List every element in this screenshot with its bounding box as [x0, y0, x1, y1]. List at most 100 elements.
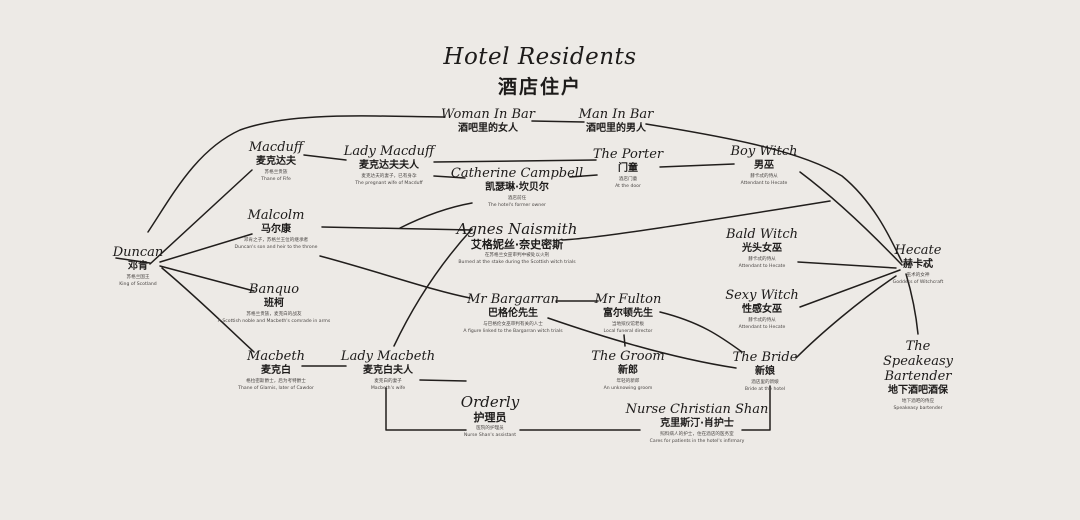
node-man-in-bar[interactable]: Man In Bar 酒吧里的男人: [579, 107, 654, 136]
node-desc-en: Duncan's son and heir to the throne: [234, 245, 318, 250]
link-boy-witch-hecate: [799, 171, 903, 266]
node-name-zh: 克里斯汀·肖护士: [660, 418, 734, 429]
relationship-lines: [115, 115, 919, 431]
node-the-bride[interactable]: The Bride 新娘 酒店里的新娘 Bride at the hotel: [733, 350, 798, 393]
node-name-zh: 富尔顿先生: [602, 308, 653, 319]
node-lady-macduff[interactable]: Lady Macduff 麦克达夫夫人 麦克达夫的妻子，已有身孕 The pre…: [344, 144, 434, 187]
node-macduff[interactable]: Macduff 麦克达夫 苏格兰贵族 Thane of Fife: [249, 140, 303, 183]
node-name-en: Lady Macbeth: [340, 349, 436, 364]
node-name-zh: 艾格妮丝·奈史密斯: [470, 238, 564, 251]
node-name-en: Macduff: [248, 140, 304, 155]
node-name-zh: 凯瑟琳·坎贝尔: [485, 182, 549, 193]
node-name-zh: 护理员: [473, 411, 507, 424]
node-name-en: Mr Fulton: [594, 292, 662, 307]
node-name-zh: 新娘: [755, 366, 775, 377]
node-desc-en: The pregnant wife of Macduff: [355, 181, 423, 186]
node-banquo[interactable]: Banquo 班柯 苏格兰贵族，麦克白的战友 A Scottish noble …: [218, 282, 331, 325]
node-name-en: The Groom: [591, 349, 665, 364]
node-desc-zh: 苏格兰国王: [126, 275, 150, 280]
link-agnes-lady-macbeth: [393, 228, 473, 347]
node-lady-macbeth[interactable]: Lady Macbeth 麦克白夫人 麦克白的妻子 Macbeth's wife: [341, 349, 435, 392]
node-woman-in-bar[interactable]: Woman In Bar 酒吧里的女人: [441, 107, 535, 136]
node-name-zh: 邓肯: [127, 261, 148, 272]
node-malcolm[interactable]: Malcolm 马尔康 邓肯之子，苏格兰王位的继承者 Duncan's son …: [235, 208, 318, 251]
node-desc-zh: 酒店前任: [507, 196, 527, 201]
node-catherine-campbell[interactable]: Catherine Campbell 凯瑟琳·坎贝尔 酒店前任 The hote…: [451, 166, 583, 209]
link-catherine-agnes: [399, 202, 473, 229]
link-duncan-macbeth: [161, 267, 255, 353]
node-name-en: Lady Macduff: [343, 144, 435, 159]
title-english: Hotel Residents: [443, 44, 637, 70]
node-the-groom[interactable]: The Groom 新郎 年轻的新郎 An unknowing groom: [591, 349, 664, 392]
node-desc-zh: 酒店里的新娘: [751, 380, 779, 385]
node-desc-zh: 麦克白的妻子: [374, 379, 402, 384]
node-name-en: Macbeth: [247, 349, 305, 364]
node-name-zh: 新郎: [617, 365, 638, 376]
link-catherine-porter: [569, 174, 598, 178]
node-desc-en: Speakeasy bartender: [893, 406, 943, 411]
node-name-zh: 麦克达夫夫人: [359, 160, 419, 171]
node-name-zh: 男巫: [754, 160, 774, 171]
node-bald-witch[interactable]: Bald Witch 光头女巫 赫卡忒的侍从 Attendant to Heca…: [726, 227, 798, 270]
node-desc-en: Attendant to Hecate: [740, 181, 788, 186]
link-duncan-hecate: [115, 257, 151, 264]
node-name-zh: 光头女巫: [742, 243, 782, 254]
node-desc-en: Local funeral director: [603, 329, 653, 334]
node-sexy-witch[interactable]: Sexy Witch 性感女巫 赫卡忒的侍从 Attendant to Heca…: [725, 288, 799, 331]
node-macbeth[interactable]: Macbeth 麦克白 格拉密斯爵士，后为考特爵士 Thane of Glami…: [238, 349, 314, 392]
link-duncan-banquo: [159, 265, 255, 292]
node-name-en: Malcolm: [247, 208, 305, 223]
node-name-en: Woman In Bar: [440, 107, 536, 122]
node-desc-en: Macbeth's wife: [370, 386, 406, 391]
link-lady-macbeth-bottom: [385, 387, 467, 431]
node-desc-zh: 苏格兰贵族: [264, 170, 288, 175]
link-agnes-bride-hecate: [561, 200, 831, 241]
node-name-zh: 班柯: [263, 298, 284, 309]
node-desc-zh: 当地殡仪馆老板: [611, 322, 645, 327]
node-name-en: Orderly: [460, 393, 520, 411]
node-name-en: Bald Witch: [725, 227, 799, 242]
node-orderly[interactable]: Orderly 护理员 医院的护理员 Nurse Shan's assistan…: [461, 394, 519, 439]
node-name-zh: 酒吧里的男人: [585, 123, 646, 134]
node-name-en: Hecate: [894, 243, 942, 258]
diagram-title: Hotel Residents 酒店住户: [420, 44, 660, 99]
node-desc-en: Attendant to Hecate: [738, 264, 786, 269]
node-desc-zh: 在苏格兰女巫审判中被处以火刑: [484, 253, 550, 258]
node-name-en: Man In Bar: [578, 107, 654, 122]
node-desc-zh: 赫卡忒的侍从: [750, 174, 778, 179]
link-duncan-macduff: [149, 169, 253, 265]
link-bride-orderly-top: [419, 379, 467, 382]
node-desc-zh: 苏格兰贵族，麦克白的战友: [246, 312, 302, 317]
node-desc-zh: 地下酒吧的侍应: [901, 399, 935, 404]
node-agnes-naismith[interactable]: Agnes Naismith 艾格妮丝·奈史密斯 在苏格兰女巫审判中被处以火刑 …: [457, 221, 578, 266]
node-the-porter[interactable]: The Porter 门童 酒店门童 At the door: [593, 147, 663, 190]
node-hecate[interactable]: Hecate 赫卡忒 巫术的女神 Goddess of Witchcraft: [893, 243, 944, 286]
node-desc-en: Burned at the stake during the Scottish …: [458, 260, 576, 265]
node-desc-en: Goddess of Witchcraft: [892, 280, 944, 285]
link-woman-man-in-bar: [531, 120, 585, 123]
link-hecate-bride: [795, 275, 897, 359]
node-name-zh: 门童: [617, 163, 638, 174]
node-name-zh: 麦克白: [261, 365, 291, 376]
link-duncan-malcolm: [159, 233, 253, 263]
node-mr-bargarran[interactable]: Mr Bargarran 巴格伦先生 与巴格伦女巫审判有关的人士 A figur…: [463, 292, 562, 335]
node-nurse-christian-shan[interactable]: Nurse Christian Shan 克里斯汀·肖护士 照料病人的护士，住在…: [626, 402, 769, 445]
node-desc-en: Nurse Shan's assistant: [463, 433, 517, 438]
node-desc-zh: 年轻的新郎: [616, 379, 640, 384]
node-desc-zh: 酒店门童: [618, 177, 638, 182]
link-fulton-bride: [659, 311, 743, 353]
node-desc-en: A figure linked to the Bargarran witch t…: [463, 329, 563, 334]
node-desc-zh: 与巴格伦女巫审判有关的人士: [483, 322, 543, 327]
link-nurse-bride: [741, 385, 771, 431]
node-name-zh: 马尔康: [260, 224, 291, 235]
link-lady-macduff-catherine: [433, 175, 466, 179]
node-desc-en: A Scottish noble and Macbeth's comrade i…: [217, 319, 331, 324]
node-mr-fulton[interactable]: Mr Fulton 富尔顿先生 当地殡仪馆老板 Local funeral di…: [595, 292, 662, 335]
node-name-en: The Porter: [592, 147, 664, 162]
node-speakeasy-bartender[interactable]: The Speakeasy Bartender 地下酒吧酒保 地下酒吧的侍应 S…: [873, 339, 963, 412]
link-bald-witch-hecate: [797, 261, 897, 269]
node-boy-witch[interactable]: Boy Witch 男巫 赫卡忒的侍从 Attendant to Hecate: [730, 144, 797, 187]
node-name-zh: 酒吧里的女人: [457, 123, 518, 134]
node-name-zh: 性感女巫: [741, 304, 782, 315]
node-duncan[interactable]: Duncan 邓肯 苏格兰国王 King of Scotland: [113, 245, 164, 288]
